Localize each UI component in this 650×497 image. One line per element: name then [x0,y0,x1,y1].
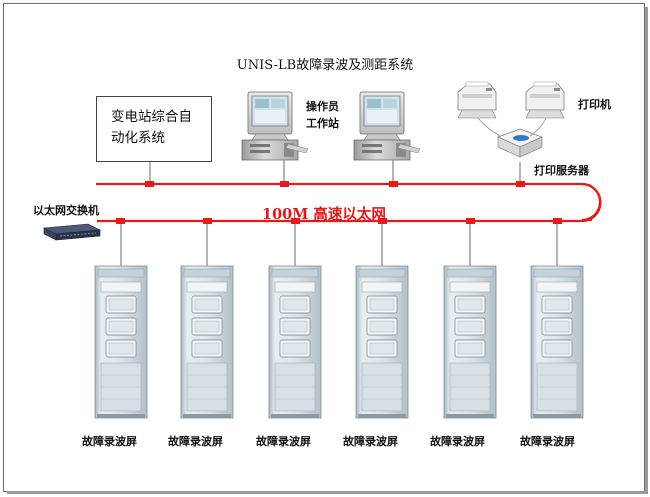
operator-label-line2: 工作站 [306,117,339,130]
printer-2-icon [525,81,565,119]
lower-bus-taps [116,218,562,268]
operator-workstation-2-icon [353,91,421,161]
ethernet-bus [96,182,602,223]
ethernet-switch-device [42,223,102,241]
fault-recorder-cabinet-2 [180,265,234,419]
printer-label: 打印机 [578,98,611,111]
cabinet-label-5: 故障录波屏 [430,435,485,448]
diagram-title: UNIS-LB故障录波及测距系统 [236,58,414,73]
operator-label-line1: 操作员 [306,100,339,113]
frame-shadow-bottom [7,491,648,494]
printer-cables [477,117,547,137]
printer-1-icon [457,81,497,119]
automation-line2: 动化系统 [111,130,165,146]
fault-recorder-cabinet-6 [530,265,584,419]
print-server-label: 打印服务器 [534,164,589,177]
fault-recorder-cabinet-5 [443,265,497,419]
operator-workstation-1-icon [241,91,309,161]
print-server-icon [497,128,543,158]
cabinet-label-1: 故障录波屏 [82,435,137,448]
fault-recorder-cabinet-3 [268,265,322,419]
cabinet-label-2: 故障录波屏 [168,435,223,448]
cabinet-label-3: 故障录波屏 [256,435,311,448]
automation-line1: 变电站综合自 [111,109,192,125]
cabinet-label-6: 故障录波屏 [520,435,575,448]
upper-drops [149,160,521,181]
substation-automation-box: 变电站综合自 动化系统 [96,96,212,162]
cabinet-label-4: 故障录波屏 [343,435,398,448]
fault-recorder-cabinet-4 [355,265,409,419]
upper-bus-taps [145,181,525,187]
ethernet-switch-label: 以太网交换机 [33,204,99,217]
network-label: 100M 高速以太网 [262,206,386,223]
fault-recorder-cabinet-1 [94,265,148,419]
frame-shadow-right [645,7,648,493]
